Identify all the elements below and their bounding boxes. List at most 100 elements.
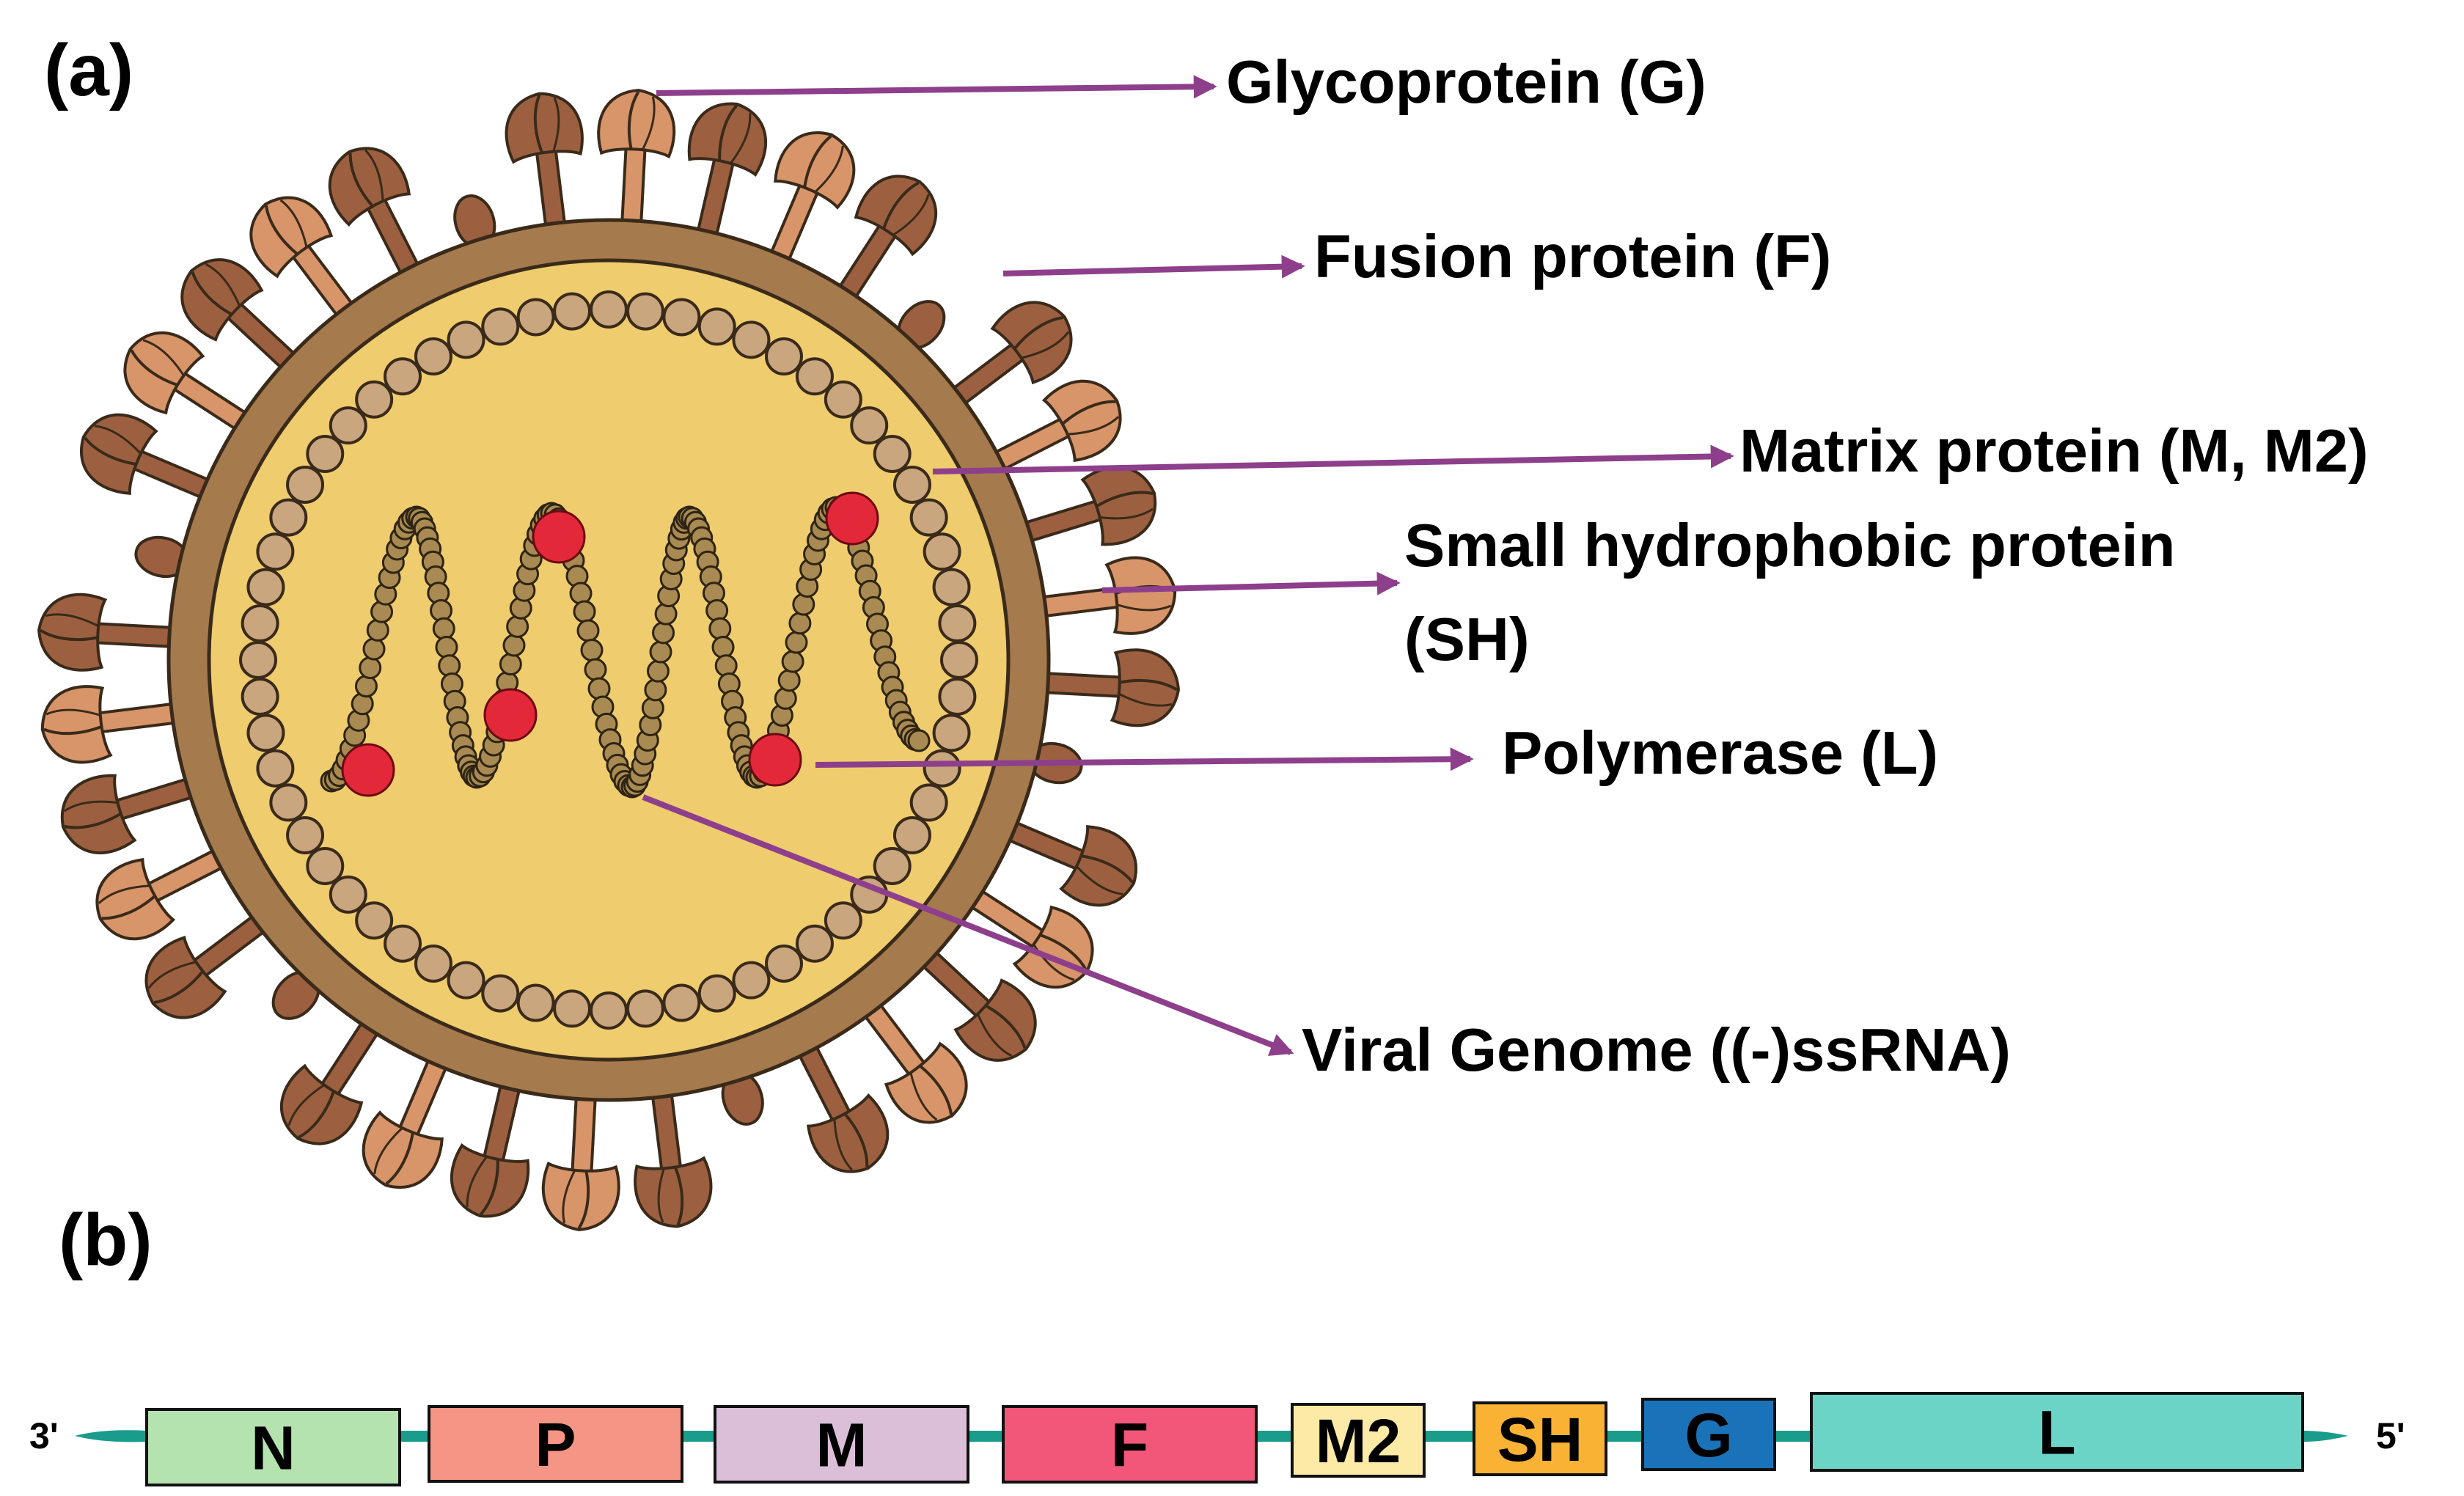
genome-bead [711,636,735,659]
genome-bead [907,729,931,752]
matrix-bead [384,924,422,963]
fusion-protein-spike [328,147,425,285]
gene-n: N [145,1408,401,1486]
genome-bead [584,658,607,681]
gene-label: M2 [1316,1407,1401,1475]
genome-bead [362,637,386,661]
fusion-protein-spike [450,1074,530,1218]
fusion-protein-spike [505,92,584,238]
glycoprotein-spike [541,1086,620,1231]
genome-bead [792,593,815,616]
genome-bead [788,612,812,635]
virion [37,89,1180,1231]
fusion-protein-spike [943,301,1073,412]
genome-bead [774,686,797,710]
polymerase-dot [825,491,879,546]
matrix-bead [286,466,325,504]
matrix-bead [732,320,771,359]
gene-box [1641,1398,1776,1471]
label-fusion: Fusion protein (F) [1314,222,1831,290]
gene-label: G [1684,1401,1732,1470]
genome-bead [576,619,600,642]
genome-bead [587,677,611,700]
matrix-bead [932,568,971,606]
glycoprotein-spike [597,89,676,234]
polymerase-dot [341,743,395,797]
gene-g: G [1641,1398,1776,1471]
polymerase-dot [748,733,802,787]
callout-arrows [642,75,1734,1056]
glycoprotein-spike [249,196,361,326]
genome-bead [708,617,732,640]
genome-bead [714,654,738,678]
arrow-matrix [932,444,1734,474]
fusion-protein-spike [279,1012,386,1145]
matrix-bead [873,435,912,474]
matrix-bead [909,498,948,537]
matrix-bead [932,714,971,752]
label-small-hydrophobic-line2: (SH) [1404,605,1530,673]
fusion-protein-spike [79,413,220,504]
genome-bead [644,678,667,702]
fusion-protein-spike [1014,466,1157,546]
matrix-bead [938,604,977,643]
matrix-bead [269,498,308,537]
glycoprotein-spike [40,685,186,764]
gene-box [1810,1392,2304,1472]
matrix-bead [239,641,277,679]
label-small-hydrophobic-line1: Small hydrophobic protein [1404,511,2175,579]
matrix-bead [732,961,771,1000]
genome-bead [506,615,529,638]
label-glycoprotein: Glycoprotein (G) [1226,48,1706,116]
gene-label: M [816,1411,868,1480]
genome-bead [499,653,522,676]
matrix-bead [329,875,367,914]
matrix-bead [246,568,285,606]
genome-bead [432,617,455,640]
fusion-protein-spike [180,258,304,377]
gene-label: SH [1497,1405,1583,1474]
gene-label: F [1111,1411,1148,1480]
genome-bead [354,675,378,698]
genome-bead [652,621,675,645]
gene-f: F [1002,1405,1258,1484]
gene-label: P [535,1410,576,1479]
glycoprotein-spike [984,379,1122,476]
gene-m: M [714,1405,969,1484]
matrix-bead [481,307,520,346]
genome-bead [705,598,729,622]
label-genome: Viral Genome ((-)ssRNA) [1302,1016,2011,1084]
polymerase-dot [483,688,538,742]
surface-spikes [37,89,1180,1231]
matrix-bead [384,357,422,396]
genome-bead [646,659,670,683]
matrix-bead [873,846,912,885]
matrix-bead [795,357,834,396]
label-matrix: Matrix protein (M, M2) [1739,417,2369,485]
panel-label-a: (a) [44,29,133,111]
fusion-protein-spike [144,908,274,1019]
matrix-bead [923,532,961,571]
genome-bead [777,669,801,692]
arrow-small-hydrophobic [1101,571,1401,595]
matrix-bead [516,983,555,1022]
matrix-bead [824,380,862,419]
matrix-bead [256,749,295,788]
gene-box [428,1405,683,1483]
matrix-bead [553,292,592,331]
fusion-protein-spike [1035,648,1180,727]
matrix-bead [256,532,295,571]
genome-bead [580,639,604,661]
matrix-bead [938,677,977,716]
genome-bead [569,582,593,605]
matrix-bead [662,983,701,1022]
matrix-bead [795,924,834,963]
matrix-bead [241,677,279,716]
matrix-bead [246,714,285,752]
genome-bead [573,600,596,623]
matrix-bead [923,749,961,788]
gene-box [714,1405,969,1484]
